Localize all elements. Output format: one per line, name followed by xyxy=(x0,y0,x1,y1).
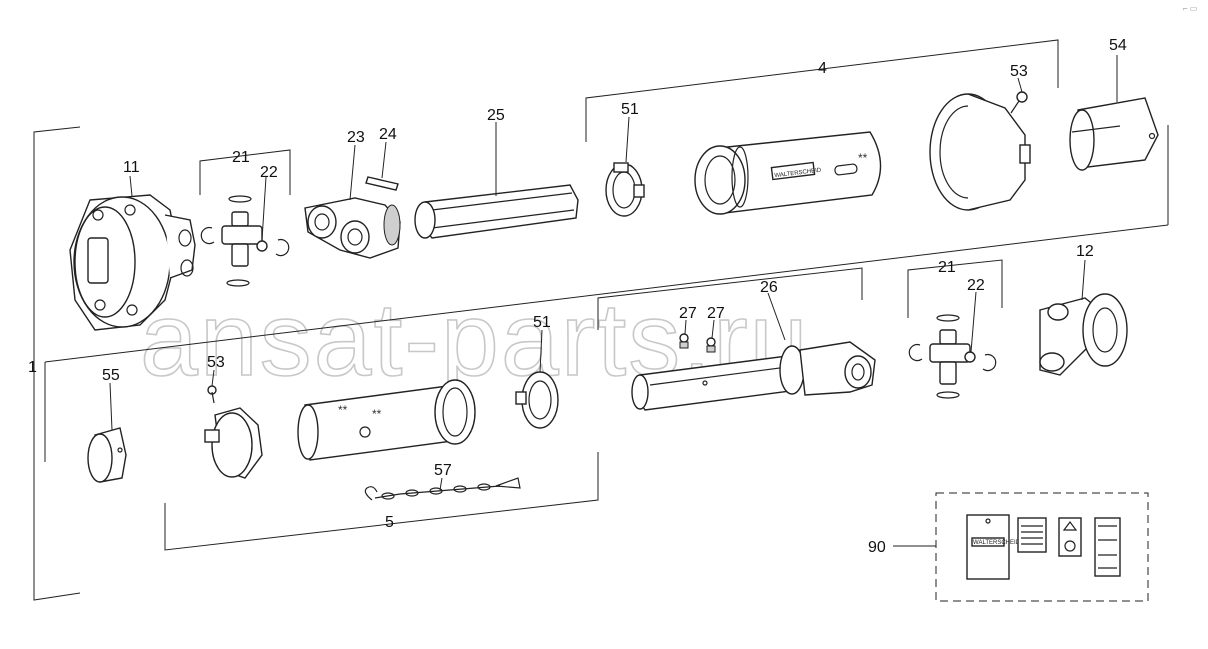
callout-53-lower: 53 xyxy=(207,354,225,371)
callout-54: 54 xyxy=(1109,37,1127,54)
part-24-spring-pin[interactable] xyxy=(365,176,399,191)
callout-53-upper: 53 xyxy=(1010,63,1028,80)
corner-mark: ⌐ ▭ xyxy=(1183,4,1197,13)
part-27-grease-nipple-b[interactable] xyxy=(706,337,716,353)
part-5-guard-cone[interactable] xyxy=(204,407,263,479)
part-4-outer-guard-tube[interactable]: WALTERSCHEID ** xyxy=(694,131,882,215)
brand-label-kit: WALTERSCHEID xyxy=(973,540,1021,546)
brand-label-upper: WALTERSCHEID xyxy=(774,168,822,180)
marks-lower-a: ** xyxy=(338,403,348,417)
callout-26: 26 xyxy=(760,279,778,296)
part-51-bearing-ring-upper[interactable] xyxy=(605,162,645,217)
callout-4: 4 xyxy=(818,60,827,77)
part-55-bearing-ring[interactable] xyxy=(87,427,127,483)
callout-11: 11 xyxy=(123,159,140,176)
callout-51-lower: 51 xyxy=(533,314,551,331)
marks-upper: ** xyxy=(858,151,868,165)
callout-5: 5 xyxy=(385,514,394,531)
assembly-5-bracket xyxy=(164,452,599,551)
callout-90: 90 xyxy=(868,539,886,556)
callout-24: 24 xyxy=(379,126,397,143)
part-90-label-set[interactable]: WALTERSCHEID xyxy=(935,492,1149,602)
callout-22-right: 22 xyxy=(967,277,985,294)
callout-21-left: 21 xyxy=(232,149,250,166)
assembly-4-bracket xyxy=(44,39,1169,462)
part-54-sleeve[interactable] xyxy=(1069,97,1159,171)
leader-lines xyxy=(109,55,1118,547)
part-23-yoke[interactable] xyxy=(304,197,401,259)
part-4-guard-cone[interactable] xyxy=(929,93,1031,211)
callout-51-upper: 51 xyxy=(621,101,639,118)
callout-21-right: 21 xyxy=(938,259,956,276)
callout-25: 25 xyxy=(487,107,505,124)
part-53-screw-upper[interactable] xyxy=(1010,91,1028,114)
marks-lower-b: ** xyxy=(372,407,382,421)
part-11-clutch[interactable] xyxy=(69,194,196,331)
callout-27-a: 27 xyxy=(679,305,697,322)
part-57-chain[interactable] xyxy=(364,477,521,501)
assembly-1-bracket xyxy=(33,126,81,601)
group-21-bracket-right xyxy=(907,259,1003,318)
callout-22-left: 22 xyxy=(260,164,278,181)
part-21-cross-kit-left[interactable] xyxy=(200,195,290,287)
part-51-bearing-ring-lower[interactable] xyxy=(515,371,559,429)
callout-23: 23 xyxy=(347,129,365,146)
callout-27-b: 27 xyxy=(707,305,725,322)
group-26-bracket xyxy=(597,267,863,330)
callout-labels: 1 4 5 11 12 21 21 22 22 23 24 25 26 27 2… xyxy=(28,37,1127,556)
callout-57: 57 xyxy=(434,462,452,479)
part-27-grease-nipple-a[interactable] xyxy=(679,333,689,349)
callout-55: 55 xyxy=(102,367,120,384)
part-26-inner-tube-yoke[interactable] xyxy=(631,341,876,411)
part-5-inner-guard-tube[interactable]: ** ** xyxy=(297,379,476,461)
part-25-profile-tube[interactable] xyxy=(414,184,579,239)
group-21-bracket-left xyxy=(199,149,291,195)
part-12-flange-yoke[interactable] xyxy=(1039,293,1128,376)
callout-1: 1 xyxy=(28,359,37,376)
part-21-cross-kit-right[interactable] xyxy=(908,314,997,399)
callout-12: 12 xyxy=(1076,243,1094,260)
